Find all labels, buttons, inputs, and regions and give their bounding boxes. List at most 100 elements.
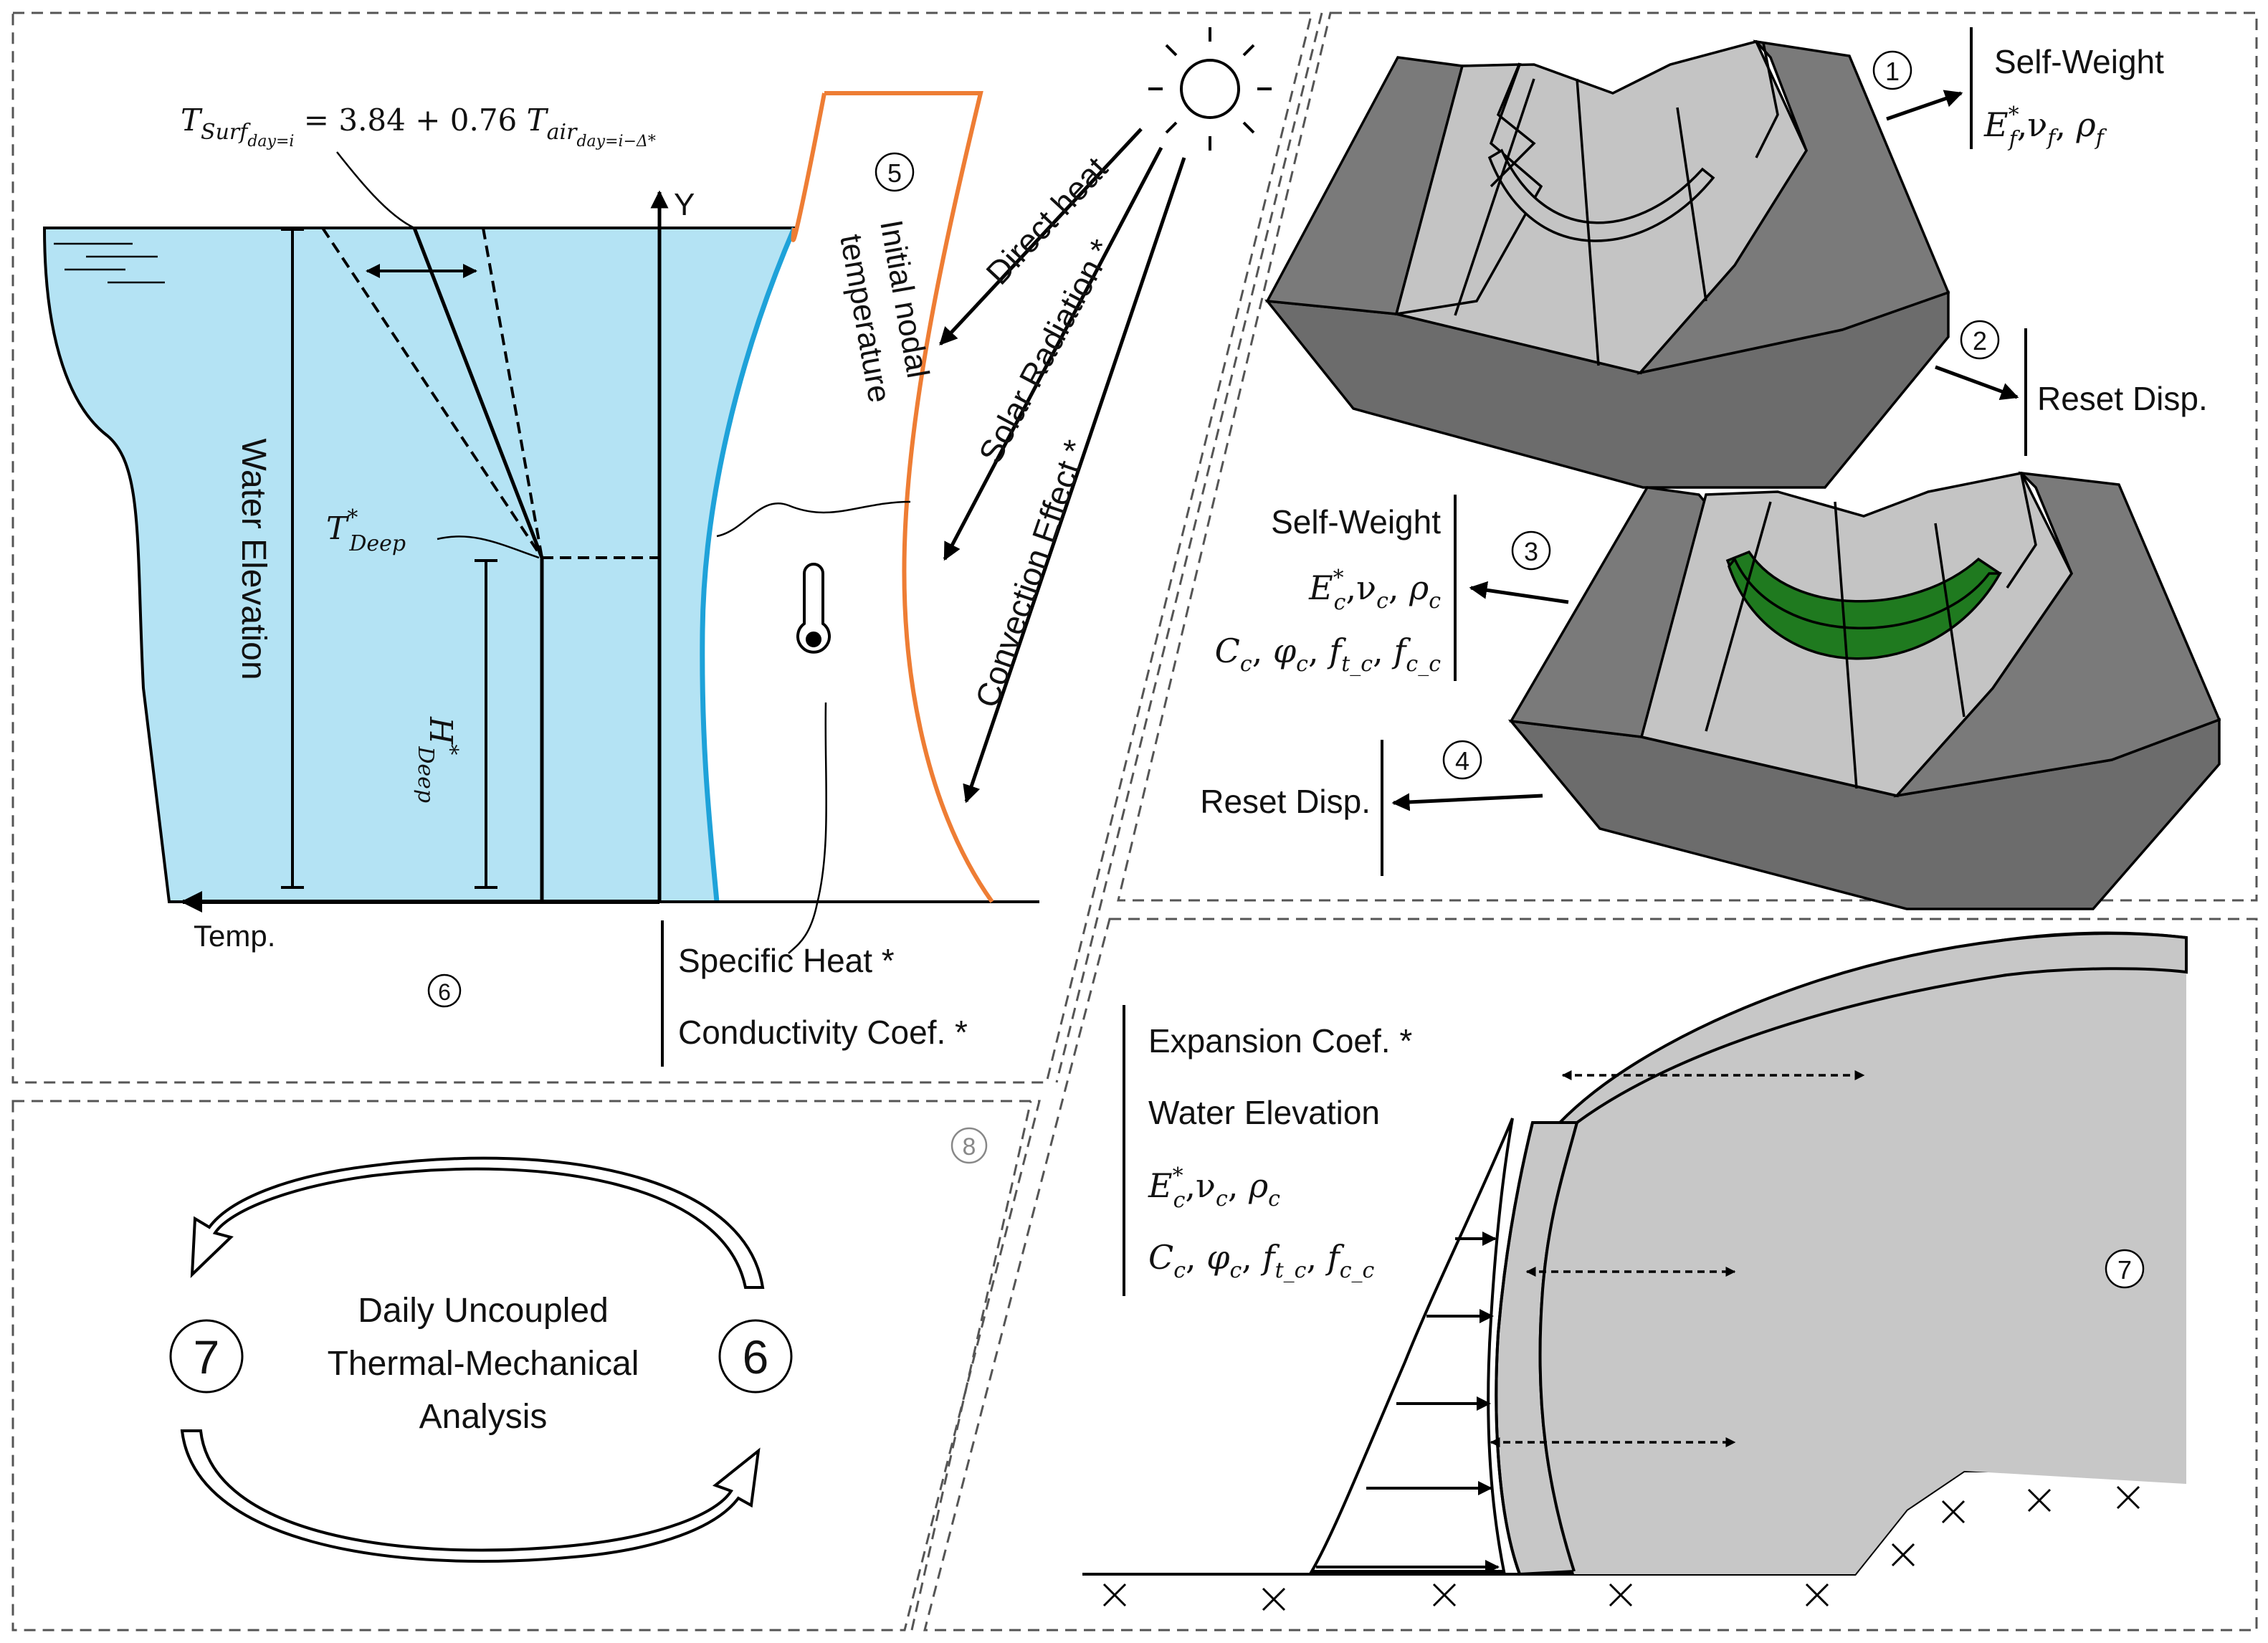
- sun-icon: [1148, 27, 1272, 151]
- mech-prop-nu: ν: [1196, 1166, 1216, 1205]
- step1-props: E*f,νf, ρf: [1983, 103, 2107, 152]
- step1-prop-rho: ρ: [2076, 105, 2096, 144]
- step1-prop-rho-sub: f: [2095, 125, 2107, 151]
- step4-label: Reset Disp.: [1200, 783, 1371, 820]
- water-elevation-dimension: [281, 228, 304, 889]
- cycle-text-line1: Daily Uncoupled: [358, 1292, 609, 1330]
- cycle-step-6: 6: [718, 1319, 793, 1394]
- mechanical-props1: E*c,νc, ρc: [1148, 1163, 1280, 1213]
- step-marker-1: 1: [1872, 50, 1912, 90]
- step-marker-3: 3: [1511, 530, 1551, 571]
- mech-prop-phi-sub: c: [1229, 1258, 1242, 1283]
- ground-hatching: [1102, 1485, 2140, 1611]
- surface-temperature-formula: TSurfday=i = 3.84 + 0.76 Tairday=i−Δ*: [181, 103, 656, 151]
- cycle-step-7: 7: [169, 1319, 244, 1394]
- conductivity-label: Conductivity Coef. *: [678, 1014, 968, 1051]
- water-surface-ripples: [54, 242, 165, 284]
- thermal-panel-frame: [11, 11, 1313, 1084]
- step4-arrow: [1391, 793, 1543, 811]
- temperature-axis-label: Temp.: [194, 919, 275, 953]
- t-deep-label: T*Deep: [326, 505, 406, 556]
- step-marker-4: 4: [1442, 740, 1482, 780]
- diagonal-divider-1: [910, 12, 1323, 1631]
- step-marker-2: 2: [1960, 320, 2000, 360]
- thermometer-icon: [796, 563, 831, 654]
- water-elevation-label: Water Elevation: [234, 438, 272, 680]
- specific-heat-label: Specific Heat *: [678, 942, 895, 979]
- deep-height-dimension: [475, 559, 497, 889]
- mech-prop-ft-sub: t_c: [1275, 1258, 1307, 1283]
- step3-prop-nu-sub: c: [1376, 589, 1388, 614]
- step2-arrow: [1935, 365, 2019, 400]
- step2-label: Reset Disp.: [2037, 380, 2208, 417]
- panel-frames: [11, 11, 2258, 1632]
- hydrostatic-pressure-arrows: [1316, 1232, 1500, 1574]
- t-deep-sup: *: [347, 505, 358, 530]
- step-marker-6: 6: [427, 973, 462, 1008]
- step-marker-7: 7: [2105, 1249, 2145, 1289]
- surface-profile-line: [412, 227, 544, 558]
- step1-arrow: [1886, 90, 1963, 121]
- cycle-text-line2: Thermal-Mechanical: [328, 1345, 639, 1383]
- thermometer-leader: [788, 702, 828, 954]
- step-marker-3-label: 3: [1524, 537, 1538, 566]
- solar-radiation-arrow: [943, 146, 1163, 561]
- cycle-step-7-label: 7: [194, 1330, 220, 1384]
- formula-lhs-subsub: day=i: [247, 133, 294, 151]
- mech-prop-e: E: [1148, 1166, 1173, 1205]
- initial-temperature-profile-top: [791, 92, 826, 242]
- step-marker-6-label: 6: [438, 979, 451, 1005]
- step3-prop-e: E: [1308, 568, 1333, 607]
- cycle-panel-frame: [11, 1100, 1041, 1632]
- step3-arrow: [1469, 581, 1569, 604]
- t-deep-main: T: [326, 510, 350, 547]
- formula-lhs-main: T: [181, 103, 203, 138]
- h-deep-main: H: [422, 716, 459, 746]
- mech-prop-rho-sub: c: [1268, 1186, 1280, 1211]
- step3-props1: E*c,νc, ρc: [1308, 566, 1441, 615]
- formula-leader: [336, 151, 415, 229]
- dam-upstream-face: [700, 227, 797, 903]
- hydrostatic-load-outline: [1309, 1118, 1514, 1573]
- valley1-dam-outline: [1487, 148, 1715, 242]
- step3-prop-rho-sub: c: [1429, 589, 1441, 614]
- arch-dam-downstream: [1538, 1122, 1578, 1572]
- thermal-expansion-arrows: [1490, 1070, 1865, 1447]
- cycle-text-line3: Analysis: [419, 1398, 548, 1436]
- t-deep-sub: Deep: [348, 531, 406, 556]
- mechanical-panel: Expansion Coef. * Water Elevation E*c,νc…: [1082, 931, 2188, 1611]
- h-deep-sub: Deep: [413, 746, 438, 803]
- step3-prop-phi-sub: c: [1296, 652, 1308, 677]
- step1-prop-nu: ν: [2027, 105, 2047, 144]
- step-marker-8-label: 8: [963, 1133, 976, 1161]
- step3-prop-ft-sub: t_c: [1341, 652, 1373, 677]
- formula-rhs-subsub: day=i−Δ*: [576, 133, 655, 151]
- formula-rhs-text: = 3.84 + 0.76: [294, 103, 526, 138]
- step3-prop-fc-sub: c_c: [1406, 652, 1441, 677]
- cycle-step-6-label: 6: [743, 1330, 769, 1384]
- cycle-panel: 8 7 6 Daily Uncoupled Thermal-Mechanical…: [169, 1127, 988, 1563]
- step3-prop-rho: ρ: [1409, 568, 1429, 607]
- h-deep-sup: *: [437, 744, 462, 755]
- step3-prop-phi: φ: [1273, 632, 1297, 670]
- mech-prop-rho: ρ: [1248, 1166, 1268, 1205]
- step3-prop-e-sub: c: [1334, 590, 1346, 615]
- t-deep-leader: [437, 535, 540, 559]
- arch-dam-crest: [1533, 932, 2188, 1124]
- mech-prop-e-sub: c: [1173, 1188, 1186, 1213]
- step3-prop-e-sup: *: [1333, 566, 1344, 591]
- initial-temperature-profile: [824, 91, 994, 903]
- step-marker-1-label: 1: [1885, 57, 1900, 86]
- mechanical-water-elevation-label: Water Elevation: [1148, 1094, 1380, 1131]
- arch-dam-front: [1540, 970, 2186, 1574]
- step-marker-2-label: 2: [1973, 326, 1987, 356]
- expansion-coef-label: Expansion Coef. *: [1148, 1022, 1412, 1059]
- cycle-arrow-icon: [190, 1156, 765, 1289]
- cycle-arrow-icon-lower: [180, 1429, 761, 1563]
- surface-profile-bound-right: [482, 227, 543, 558]
- step-marker-5: 5: [875, 152, 915, 192]
- step-marker-7-label: 7: [2117, 1255, 2132, 1285]
- y-axis-label: Y: [674, 187, 695, 222]
- formula-rhs-sub: air: [547, 120, 578, 145]
